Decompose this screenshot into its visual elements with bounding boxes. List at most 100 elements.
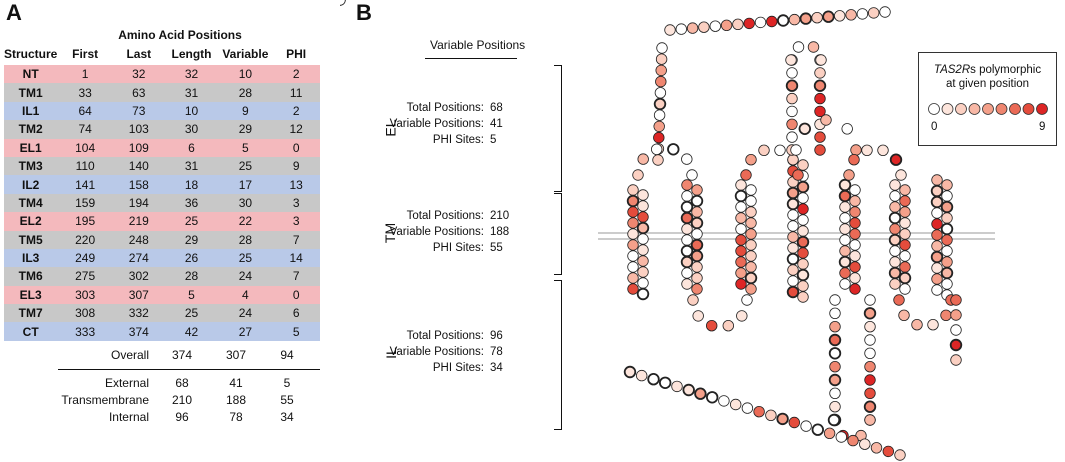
- cell-length: 26: [184, 251, 199, 266]
- residue-circle: [787, 220, 799, 232]
- residue-circle: [787, 231, 799, 243]
- residue-circle: [797, 258, 809, 270]
- residue-circle: [637, 153, 649, 165]
- il-total-label: Total Positions:: [406, 330, 484, 342]
- residue-circle: [681, 234, 693, 246]
- residue-circle: [627, 206, 639, 218]
- residue-circle: [889, 201, 901, 213]
- residue-circle: [823, 427, 836, 440]
- residue-circle: [744, 271, 758, 285]
- residue-circle: [797, 225, 809, 237]
- tm-total-label: Total Positions:: [406, 210, 484, 222]
- cell-last: 219: [128, 214, 149, 229]
- cell-phi: 5: [292, 324, 300, 339]
- header-length: Length: [171, 46, 212, 61]
- cell-structure: TM7: [18, 306, 43, 321]
- residue-circle: [849, 206, 861, 218]
- residue-circle: [745, 195, 757, 207]
- summary-length: 210: [171, 392, 193, 407]
- residue-circle: [680, 255, 694, 269]
- residue-circle: [681, 223, 693, 235]
- residue-circle: [790, 144, 802, 156]
- residue-circle: [931, 240, 943, 252]
- residue-circle: [636, 221, 650, 235]
- residue-circle: [950, 324, 962, 336]
- residue-circle: [889, 278, 901, 290]
- amino-acid-table: Structure First Last Length Variable PHI…: [4, 45, 320, 341]
- cell-first: 110: [75, 159, 95, 174]
- cell-phi: 7: [292, 269, 300, 284]
- residue-circle: [681, 190, 693, 202]
- cell-last: 248: [128, 232, 149, 247]
- legend-title-rest: s polymorphic: [970, 64, 1042, 76]
- residue-circle: [694, 387, 707, 400]
- cell-structure: EL1: [19, 140, 42, 155]
- residue-circle: [941, 278, 953, 290]
- residue-circle: [839, 223, 851, 235]
- variable-positions-underline: [425, 58, 517, 59]
- residue-circle: [834, 10, 846, 22]
- summary-length: 96: [175, 409, 189, 424]
- residue-circle: [864, 347, 876, 360]
- residue-circle: [792, 169, 804, 181]
- overall-phi: 94: [280, 347, 294, 362]
- residue-circle: [792, 41, 805, 53]
- residue-circle: [637, 189, 649, 201]
- residue-circle: [839, 212, 851, 224]
- cell-phi: 0: [292, 287, 300, 302]
- residue-circle: [785, 54, 797, 66]
- legend-swatch: [982, 103, 994, 115]
- cell-phi: 3: [292, 214, 300, 229]
- residue-circle: [774, 144, 786, 157]
- residue-circle: [785, 79, 799, 92]
- residue-circle: [828, 347, 842, 360]
- legend-swatch: [1009, 103, 1021, 115]
- residue-circle: [895, 169, 907, 181]
- residue-circle: [681, 179, 693, 191]
- residue-circle: [340, 0, 346, 6]
- residue-circle: [680, 211, 694, 225]
- residue-circle: [706, 320, 718, 332]
- residue-circle: [690, 216, 704, 230]
- residue-circle: [637, 277, 649, 289]
- table-header-row: Structure First Last Length Variable PHI: [4, 45, 320, 65]
- cell-first: 195: [75, 214, 96, 229]
- residue-circle: [637, 211, 649, 223]
- residue-circle: [829, 321, 841, 333]
- il-bracket: [554, 280, 562, 430]
- residue-circle: [637, 255, 649, 267]
- cell-structure: IL3: [22, 251, 40, 266]
- residue-circle: [899, 195, 911, 207]
- residue-circle: [797, 159, 809, 171]
- cell-structure: IL2: [22, 177, 40, 192]
- residue-circle: [797, 192, 809, 204]
- residue-circle: [889, 256, 901, 268]
- cell-length: 30: [184, 122, 199, 137]
- residue-circle: [787, 209, 799, 221]
- residue-circle: [839, 245, 851, 257]
- header-variable: Variable: [222, 46, 269, 61]
- residue-circle: [796, 268, 810, 282]
- cell-phi: 12: [289, 122, 303, 137]
- residue-circle: [754, 16, 767, 29]
- residue-circle: [849, 283, 861, 295]
- cell-structure: TM1: [18, 85, 43, 100]
- residue-circle: [941, 179, 953, 191]
- cell-first: 249: [75, 251, 96, 266]
- residue-circle: [893, 294, 905, 306]
- cell-last: 332: [128, 306, 149, 321]
- residue-circle: [889, 190, 901, 202]
- cell-last: 32: [132, 67, 146, 82]
- cell-last: 140: [128, 159, 149, 174]
- overall-length: 374: [171, 347, 193, 362]
- residue-circle: [849, 239, 861, 251]
- residue-circle: [627, 184, 639, 196]
